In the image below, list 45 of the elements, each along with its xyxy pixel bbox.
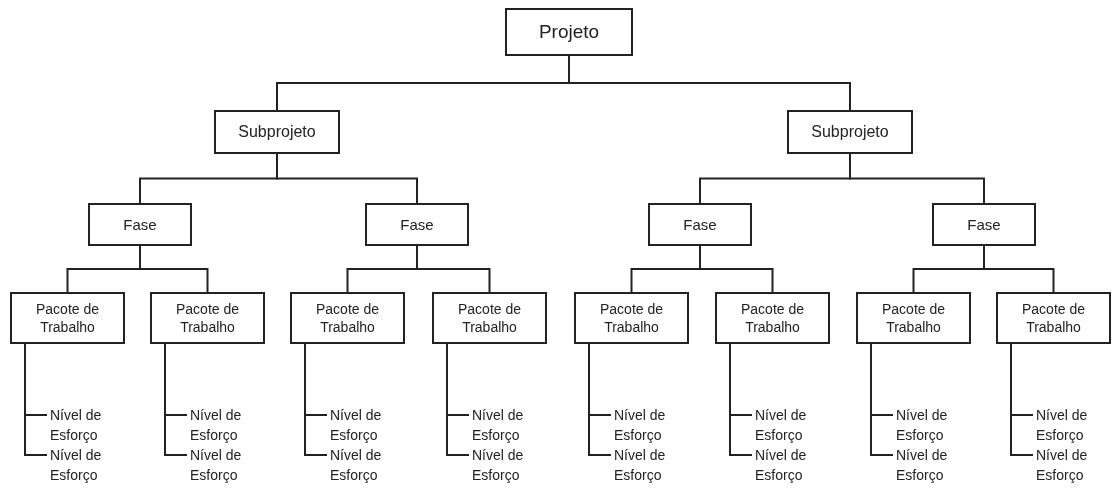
leader-line (729, 343, 753, 456)
work-package-box: Pacote de Trabalho (996, 292, 1111, 344)
tree-connector (983, 245, 1055, 293)
tree-connector (699, 245, 774, 293)
leaf-label: Nível de Esforço (50, 445, 122, 485)
work-package-box: Pacote de Trabalho (432, 292, 547, 344)
work-package-box: Pacote de Trabalho (290, 292, 405, 344)
leaf-label: Nível de Esforço (190, 445, 262, 485)
leaf-label: Nível de Esforço (896, 445, 968, 485)
leaf-label: Nível de Esforço (755, 445, 827, 485)
tree-connector (276, 153, 418, 204)
work-package-box: Pacote de Trabalho (150, 292, 265, 344)
leaf-label: Nível de Esforço (330, 405, 402, 445)
work-package-box: Pacote de Trabalho (715, 292, 830, 344)
wbs-box: Fase (365, 203, 469, 246)
leader-line (1010, 343, 1034, 456)
leaf-label: Nível de Esforço (1036, 445, 1108, 485)
leaf-label: Nível de Esforço (614, 445, 686, 485)
tree-connector (849, 153, 985, 204)
work-package-box: Pacote de Trabalho (10, 292, 125, 344)
leaf-label: Nível de Esforço (614, 405, 686, 445)
wbs-box: Fase (88, 203, 192, 246)
leader-line (24, 343, 48, 456)
work-package-box: Pacote de Trabalho (856, 292, 971, 344)
wbs-box: Subprojeto (787, 110, 913, 154)
leaf-label: Nível de Esforço (755, 405, 827, 445)
leaf-label: Nível de Esforço (896, 405, 968, 445)
leaf-label: Nível de Esforço (1036, 405, 1108, 445)
leaf-label: Nível de Esforço (472, 445, 544, 485)
leaf-label: Nível de Esforço (50, 405, 122, 445)
leader-line (588, 343, 612, 456)
leader-line (446, 343, 470, 456)
leader-line (304, 343, 328, 456)
leader-line (870, 343, 894, 456)
leaf-label: Nível de Esforço (190, 405, 262, 445)
wbs-box: Subprojeto (214, 110, 340, 154)
leaf-label: Nível de Esforço (330, 445, 402, 485)
wbs-box: Fase (648, 203, 752, 246)
wbs-box: Projeto (505, 8, 633, 56)
work-package-box: Pacote de Trabalho (574, 292, 689, 344)
tree-connector (568, 55, 851, 111)
wbs-box: Fase (932, 203, 1036, 246)
tree-connector (416, 245, 491, 293)
leaf-label: Nível de Esforço (472, 405, 544, 445)
leader-line (164, 343, 188, 456)
